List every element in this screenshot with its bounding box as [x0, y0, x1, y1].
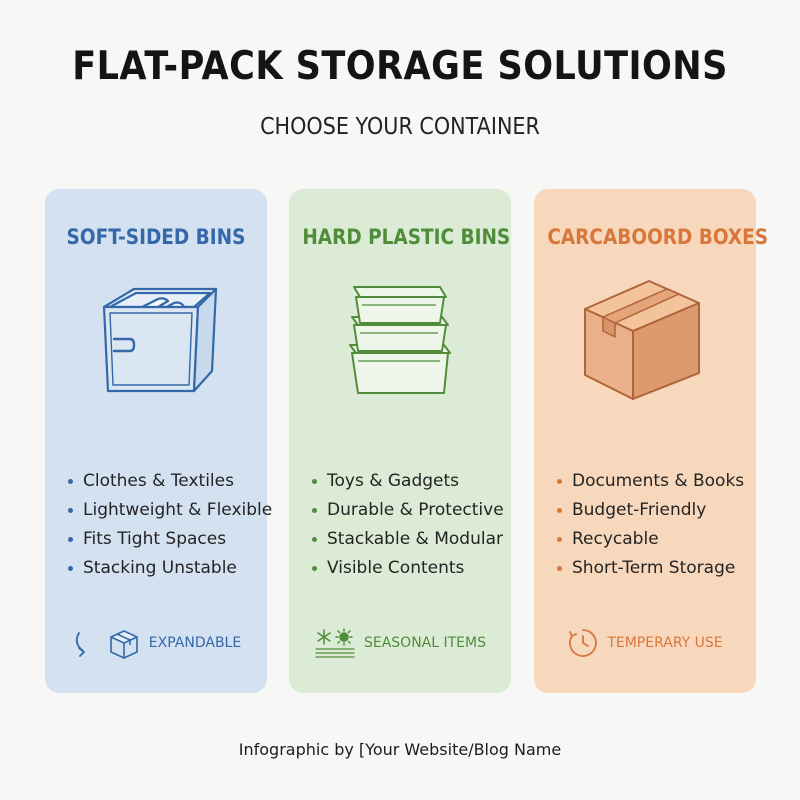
list-item: Short-Term Storage — [554, 554, 754, 583]
footer-credit: Infographic by [Your Website/Blog Name — [238, 740, 562, 759]
snowflake-sun-icon — [315, 628, 355, 658]
card-title: SOFT-SIDED BINS — [66, 225, 246, 249]
list-item: Clothes & Textiles — [65, 467, 265, 496]
stacked-plastic-bins-icon — [349, 286, 451, 394]
expand-box-icon — [109, 630, 138, 659]
note-label: EXPANDABLE — [148, 635, 242, 651]
list-item: Lightweight & Flexible — [65, 496, 272, 525]
fabric-bin-icon — [102, 287, 218, 393]
card-hard-plastic-bins: HARD PLASTIC BINS Toys & Gadgets Durable… — [289, 189, 511, 693]
page-title: FLAT-PACK STORAGE SOLUTIONS — [72, 44, 728, 89]
list-item: Documents & Books — [554, 467, 754, 496]
card-note: EXPANDABLE — [45, 623, 267, 663]
list-item: Toys & Gadgets — [309, 467, 509, 496]
card-note: SEASONAL ITEMS — [289, 623, 511, 663]
feature-list: Clothes & Textiles Lightweight & Flexibl… — [65, 467, 272, 583]
note-label: SEASONAL ITEMS — [363, 635, 486, 651]
cardboard-box-icon — [584, 280, 700, 400]
list-item: Stacking Unstable — [65, 554, 265, 583]
feature-list: Documents & Books Budget-Friendly Recyca… — [554, 467, 754, 583]
page-subtitle: CHOOSE YOUR CONTAINER — [260, 114, 540, 140]
card-soft-sided-bins: SOFT-SIDED BINS Clothes & Textiles Light… — [45, 189, 272, 693]
curved-arrow-icon — [75, 632, 85, 657]
list-item: Stackable & Modular — [309, 525, 509, 554]
list-item: Visible Contents — [309, 554, 509, 583]
list-item: Durable & Protective — [309, 496, 509, 525]
card-cardboard-boxes: CARCABOORD BOXES Documents & Books Budge… — [534, 189, 769, 693]
card-title: HARD PLASTIC BINS — [302, 225, 511, 249]
clock-icon — [569, 629, 598, 657]
list-item: Recycable — [554, 525, 754, 554]
list-item: Budget-Friendly — [554, 496, 754, 525]
note-label: TEMPERARY USE — [607, 635, 723, 651]
card-note: TEMPERARY USE — [534, 623, 756, 663]
feature-list: Toys & Gadgets Durable & Protective Stac… — [309, 467, 509, 583]
card-title: CARCABOORD BOXES — [547, 225, 769, 249]
list-item: Fits Tight Spaces — [65, 525, 265, 554]
